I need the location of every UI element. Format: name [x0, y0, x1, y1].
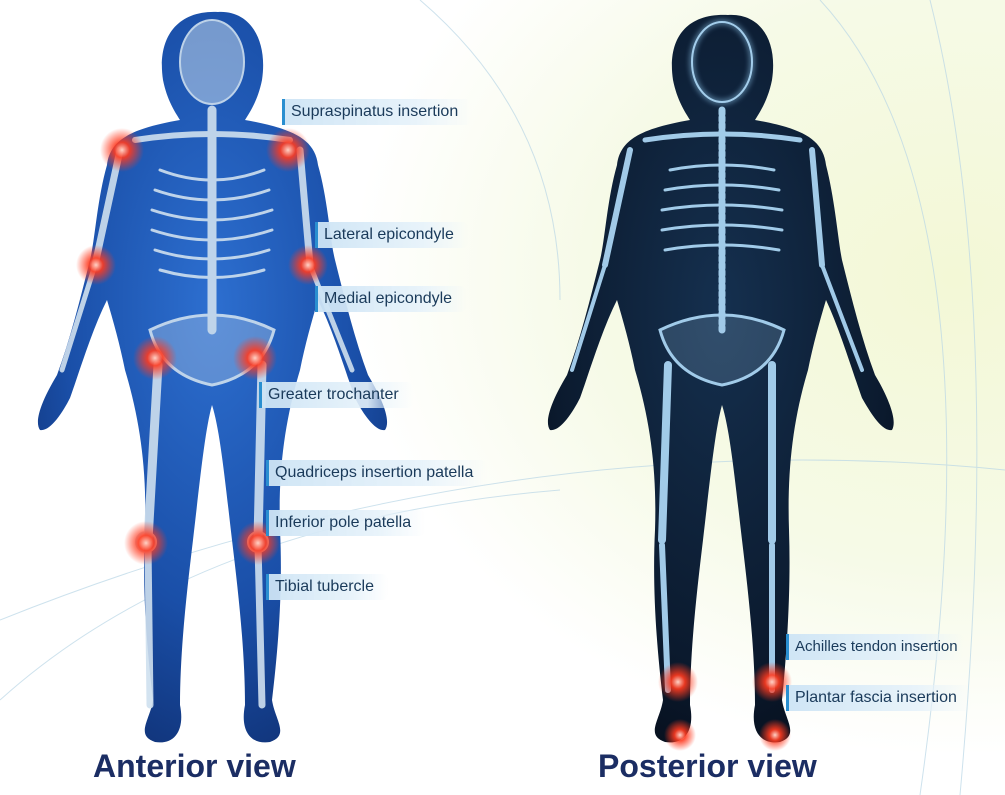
label-supraspinatus-insertion: Supraspinatus insertion — [282, 99, 472, 125]
hotspot-right-achilles — [658, 662, 698, 702]
label-tibial-tubercle: Tibial tubercle — [266, 574, 388, 600]
hotspot-supraspinatus — [266, 128, 310, 172]
hotspot-right-plantar — [664, 719, 696, 751]
label-achilles-tendon-insertion: Achilles tendon insertion — [786, 634, 964, 660]
hotspot-right-knee — [124, 521, 168, 565]
label-greater-trochanter: Greater trochanter — [259, 382, 413, 408]
hotspot-right-elbow — [76, 245, 116, 285]
posterior-view-title: Posterior view — [598, 748, 817, 785]
hotspot-greater-trochanter — [233, 336, 277, 380]
label-plantar-fascia-insertion: Plantar fascia insertion — [786, 685, 971, 711]
label-lateral-epicondyle: Lateral epicondyle — [315, 222, 468, 248]
hotspot-right-shoulder — [100, 128, 144, 172]
hotspot-right-hip — [133, 336, 177, 380]
label-inferior-pole-patella: Inferior pole patella — [266, 510, 425, 536]
anterior-view-title: Anterior view — [93, 748, 296, 785]
label-quadriceps-insertion-patella: Quadriceps insertion patella — [266, 460, 487, 486]
hotspot-lateral-epicondyle — [288, 245, 328, 285]
label-medial-epicondyle: Medial epicondyle — [315, 286, 466, 312]
hotspot-plantar-fascia — [759, 719, 791, 751]
